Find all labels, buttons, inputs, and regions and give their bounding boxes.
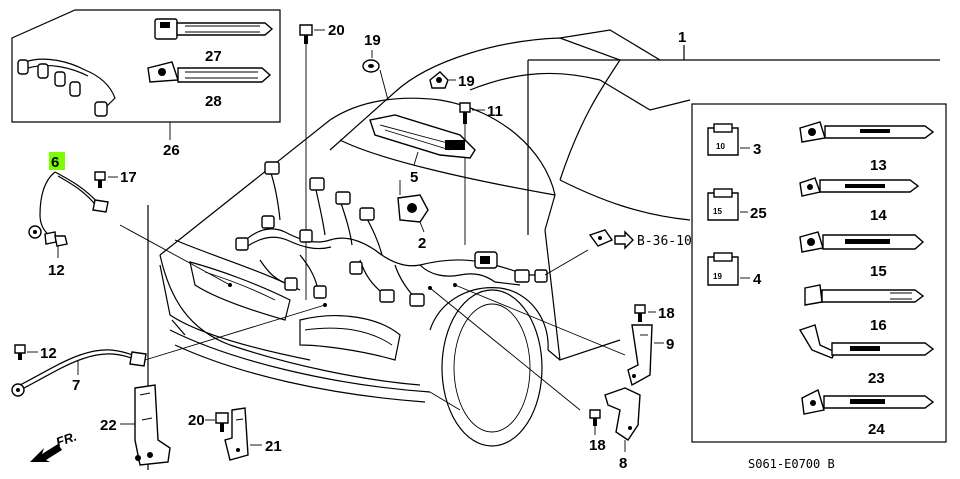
part-number-18-upper: 18 [658, 305, 675, 322]
part-number-6: 6 [51, 154, 59, 171]
clip-23-icon: 23 [798, 324, 935, 387]
part-number-12-upper: 12 [48, 262, 65, 279]
cable-6-icon: 6 [28, 152, 109, 245]
bolt-18-upper-icon: 18 [634, 304, 675, 322]
clip-28-icon: 28 [147, 61, 272, 110]
bracket-9-icon: 9 [627, 324, 674, 387]
connector-4-label: 19 [713, 272, 722, 281]
clip-15-icon: 15 [799, 231, 925, 280]
reference-label: B-36-10 [637, 234, 692, 249]
part-number-27: 27 [205, 48, 222, 65]
part-number-4: 4 [753, 271, 762, 288]
bolt-18-lower-icon: 18 [589, 409, 606, 454]
part-number-13: 13 [870, 157, 887, 174]
part-number-7: 7 [72, 377, 80, 394]
part-number-20-lower: 20 [188, 412, 205, 429]
part-number-5: 5 [410, 169, 418, 186]
part-number-22: 22 [100, 417, 117, 434]
part-number-28: 28 [205, 93, 222, 110]
part-number-14: 14 [870, 207, 887, 224]
part-number-9: 9 [666, 336, 674, 353]
highlight-box-6 [49, 152, 65, 170]
part-number-21: 21 [265, 438, 282, 455]
part-number-12-lower: 12 [40, 345, 57, 362]
grommet-19-right-icon: 19 [429, 71, 475, 90]
kit-box-26: 26 [11, 9, 281, 159]
reference-b-36-10: B-36-10 [588, 229, 692, 250]
bracket-8-icon: 8 [604, 387, 641, 472]
part-number-3: 3 [753, 141, 761, 158]
clip-14-icon: 14 [799, 177, 920, 224]
car-body-illustration [159, 29, 691, 447]
front-direction-label: FR. [54, 429, 79, 450]
front-direction-arrow-icon: FR. [30, 429, 79, 462]
connector-3-label: 10 [716, 142, 725, 151]
part-number-24: 24 [868, 421, 885, 438]
part-number-20-top: 20 [328, 22, 345, 39]
cable-7-icon: 12 7 [11, 344, 147, 397]
part-number-11: 11 [487, 103, 503, 120]
part-number-8: 8 [619, 455, 627, 472]
bracket-21-icon: 21 [224, 407, 282, 461]
part-2-icon: 2 [397, 180, 429, 252]
clip-16-icon: 16 [804, 284, 925, 334]
part-number-25: 25 [750, 205, 767, 222]
engine-harness-icon [235, 161, 548, 307]
part-number-23: 23 [868, 370, 885, 387]
bolt-12-upper-icon: 12 [48, 235, 68, 279]
cover-5-icon: 5 [369, 114, 476, 186]
clip-24-icon: 24 [801, 389, 935, 438]
part-number-18-lower: 18 [589, 437, 606, 454]
connector-4-icon: 19 4 [707, 252, 762, 288]
bolt-11-icon: 11 [459, 102, 503, 245]
kit-box-1: 1 [527, 29, 947, 443]
connector-25-icon: 15 25 [707, 188, 767, 222]
part-number-17: 17 [120, 169, 137, 186]
leader-lines [119, 224, 626, 411]
sub-harness-icon [17, 58, 116, 117]
bolt-20-top-icon: 20 [299, 22, 345, 300]
bolt-20-lower-icon: 20 [188, 412, 229, 432]
bolt-17-icon: 17 [94, 169, 137, 188]
bracket-22-icon: 22 [100, 384, 171, 466]
clip-13-icon: 13 [799, 121, 935, 174]
part-number-16: 16 [870, 317, 887, 334]
part-number-15: 15 [870, 263, 887, 280]
clip-27-icon: 27 [154, 18, 274, 65]
connector-3-icon: 10 3 [707, 123, 761, 158]
part-number-26: 26 [163, 142, 180, 159]
part-number-2: 2 [418, 235, 426, 252]
connector-25-label: 15 [713, 207, 722, 216]
diagram-code: S061-E0700 B [748, 457, 835, 471]
grommet-19-upper-icon: 19 [362, 32, 389, 101]
part-number-19-right: 19 [458, 73, 475, 90]
part-number-1: 1 [678, 29, 686, 46]
part-number-19-upper: 19 [364, 32, 381, 49]
